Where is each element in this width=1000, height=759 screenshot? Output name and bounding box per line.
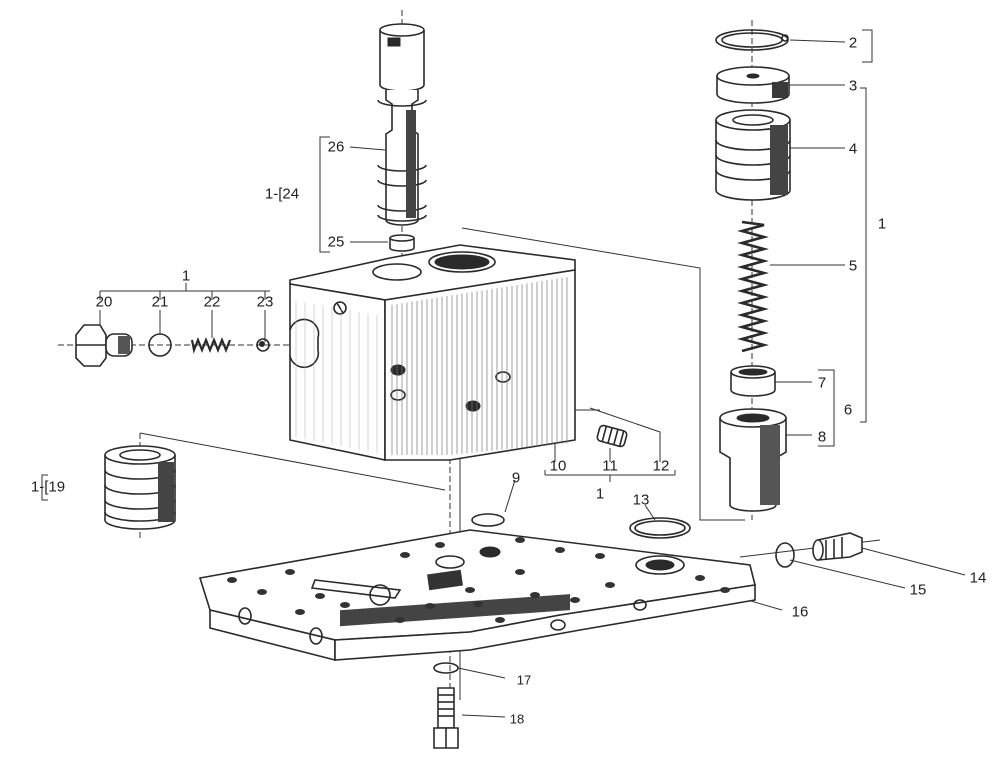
- part-14-screw-plug: [812, 532, 863, 561]
- callout-4: 4: [848, 140, 858, 158]
- part-19-piston: [104, 445, 176, 530]
- callout-1-right: 1: [877, 215, 887, 233]
- part-26-valve-spool: [377, 23, 427, 226]
- part-9-o-ring: [471, 513, 505, 527]
- part-13-o-ring: [629, 517, 691, 539]
- callout-1-19: 1-[19: [30, 478, 66, 496]
- callout-25: 25: [327, 233, 345, 251]
- callout-1-24: 1-[24: [264, 185, 300, 203]
- part-18-bolt: [433, 687, 459, 749]
- part-3-cap: [716, 66, 790, 104]
- callout-20: 20: [95, 293, 113, 311]
- part-8-valve-sleeve: [719, 408, 787, 512]
- callout-26: 26: [327, 138, 345, 156]
- part-17-washer: [433, 662, 459, 674]
- part-11-screw: [596, 424, 628, 448]
- callout-22: 22: [203, 293, 221, 311]
- callout-5: 5: [848, 257, 858, 275]
- part-25-plug: [389, 234, 415, 252]
- part-16-base-plate: [198, 529, 756, 662]
- callout-8: 8: [817, 428, 827, 446]
- callout-9: 9: [511, 469, 521, 487]
- part-23-ball: [256, 338, 270, 352]
- callout-10: 10: [549, 457, 567, 475]
- callout-13: 13: [632, 491, 650, 509]
- callout-12: 12: [652, 457, 670, 475]
- callout-21: 21: [151, 293, 169, 311]
- callout-18: 18: [509, 711, 525, 727]
- valve-block: [289, 244, 576, 461]
- callout-14: 14: [969, 569, 987, 587]
- part-2-snap-ring: [715, 29, 789, 51]
- part-5-spring: [737, 220, 769, 353]
- callout-1-mid: 1: [595, 485, 605, 503]
- callout-15: 15: [909, 581, 927, 599]
- callout-17: 17: [516, 672, 532, 688]
- callout-2: 2: [848, 34, 858, 52]
- part-21-ring: [148, 333, 172, 357]
- part-15-seal-ring: [775, 542, 795, 568]
- part-22-spring: [190, 337, 232, 354]
- callout-23: 23: [256, 293, 274, 311]
- part-20-plug-nut: [75, 324, 133, 367]
- callout-1-top-row: 1: [181, 267, 191, 285]
- callout-16: 16: [791, 603, 809, 621]
- callout-11: 11: [602, 457, 618, 475]
- part-4-piston: [715, 109, 791, 201]
- part-7-sleeve: [730, 365, 776, 397]
- callout-6: 6: [843, 401, 853, 419]
- callout-7: 7: [817, 374, 827, 392]
- callout-3: 3: [848, 77, 858, 95]
